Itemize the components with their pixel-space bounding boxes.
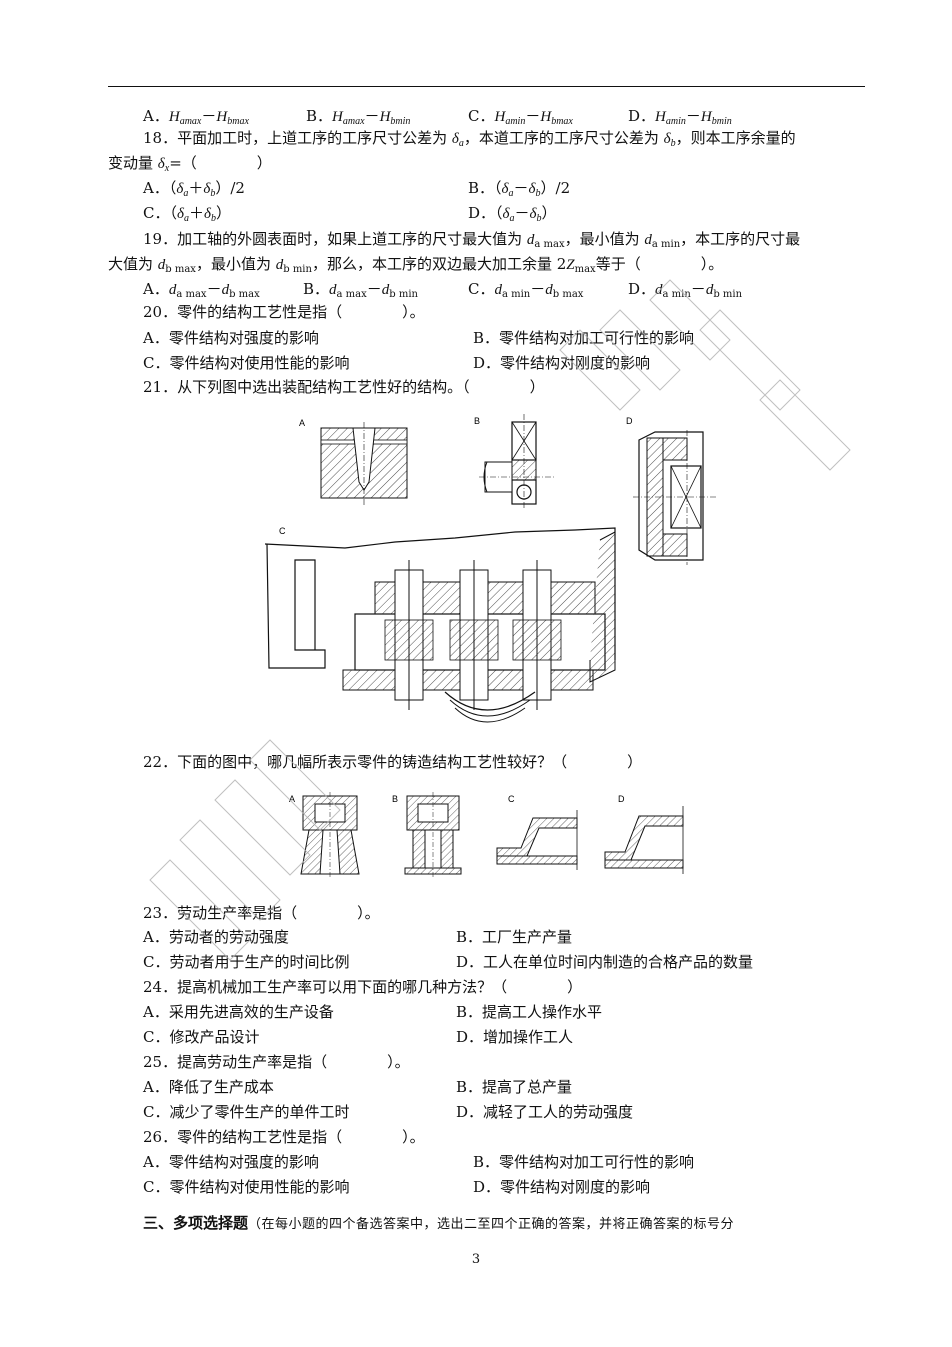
q23-option-c: C．劳动者用于生产的时间比例 bbox=[143, 953, 350, 971]
q18-option-d: D．（δa－δb） bbox=[468, 204, 557, 224]
page-number: 3 bbox=[471, 1252, 481, 1267]
q23-option-a: A．劳动者的劳动强度 bbox=[143, 928, 289, 946]
q18-stem-line1: 18．平面加工时，上道工序的工序尺寸公差为 δa，本道工序的工序尺寸公差为 δb… bbox=[143, 129, 796, 149]
section3-note: （在每小题的四个备选答案中，选出二至四个正确的答案，并将正确答案的标号分 bbox=[248, 1217, 735, 1232]
q17-option-b: B．Hamax－Hbmin bbox=[306, 107, 411, 127]
q19-stem-line1: 19．加工轴的外圆表面时，如果上道工序的尺寸最大值为 da max，最小值为 d… bbox=[143, 230, 801, 250]
q19-option-c: C．da min－db max bbox=[468, 280, 584, 300]
q23-option-b: B．工厂生产产量 bbox=[456, 928, 573, 946]
q21-label-d: D bbox=[626, 416, 633, 426]
section3-heading: 三、多项选择题（在每小题的四个备选答案中，选出二至四个正确的答案，并将正确答案的… bbox=[143, 1213, 734, 1235]
q19-option-a: A．da max－db max bbox=[143, 280, 260, 300]
q18-option-a: A．（δa＋δb）/2 bbox=[143, 179, 245, 199]
q20-stem: 20．零件的结构工艺性是指（ ）。 bbox=[143, 303, 425, 321]
q26-stem: 26．零件的结构工艺性是指（ ）。 bbox=[143, 1128, 425, 1146]
q22-fig-d bbox=[604, 806, 684, 874]
q23-option-d: D．工人在单位时间内制造的合格产品的数量 bbox=[456, 953, 754, 971]
q21-figure: A B D C bbox=[264, 414, 717, 723]
q20-option-a: A．零件结构对强度的影响 bbox=[143, 329, 319, 347]
q19-stem-line2: 大值为 db max，最小值为 db min，那么，本工序的双边最大加工余量 2… bbox=[108, 255, 724, 275]
q20-option-c: C．零件结构对使用性能的影响 bbox=[143, 354, 350, 372]
q22-label-a: A bbox=[289, 794, 295, 804]
q25-option-a: A．降低了生产成本 bbox=[143, 1078, 274, 1096]
q21-fig-c bbox=[264, 527, 616, 723]
q20-option-d: D．零件结构对刚度的影响 bbox=[473, 354, 651, 372]
q24-option-c: C．修改产品设计 bbox=[143, 1028, 260, 1046]
q22-label-d: D bbox=[618, 794, 625, 804]
q24-option-d: D．增加操作工人 bbox=[456, 1028, 574, 1046]
q18-option-b: B．（δa－δb）/2 bbox=[468, 179, 571, 199]
q21-label-a: A bbox=[299, 418, 305, 428]
q22-stem: 22．下面的图中，哪几幅所表示零件的铸造结构工艺性较好？（ ） bbox=[143, 753, 643, 771]
q21-stem: 21．从下列图中选出装配结构工艺性好的结构。（ ） bbox=[143, 378, 545, 396]
q26-option-a: A．零件结构对强度的影响 bbox=[143, 1153, 319, 1171]
q22-fig-b bbox=[404, 792, 462, 878]
section3-title: 三、多项选择题 bbox=[143, 1214, 249, 1232]
q22-figure: A B C D bbox=[289, 792, 684, 878]
q21-label-c: C bbox=[279, 526, 286, 536]
q24-option-a: A．采用先进高效的生产设备 bbox=[143, 1003, 334, 1021]
q25-option-d: D．减轻了工人的劳动强度 bbox=[456, 1103, 634, 1121]
q17-option-d: D．Hamin－Hbmin bbox=[628, 107, 732, 127]
q17-option-c: C．Hamin－Hbmax bbox=[468, 107, 573, 127]
q21-label-b: B bbox=[474, 416, 480, 426]
q22-label-b: B bbox=[392, 794, 398, 804]
q26-option-b: B．零件结构对加工可行性的影响 bbox=[473, 1153, 695, 1171]
q19-option-d: D．da min－db min bbox=[628, 280, 743, 300]
q25-stem: 25．提高劳动生产率是指（ ）。 bbox=[143, 1053, 410, 1071]
q19-option-b: B．da max－db min bbox=[303, 280, 418, 300]
q18-option-c: C．（δa＋δb） bbox=[143, 204, 231, 224]
q22-fig-c bbox=[496, 810, 578, 870]
q26-option-c: C．零件结构对使用性能的影响 bbox=[143, 1178, 350, 1196]
q22-label-c: C bbox=[508, 794, 515, 804]
q21-fig-a bbox=[320, 422, 408, 505]
header-rule bbox=[108, 86, 865, 87]
q26-option-d: D．零件结构对刚度的影响 bbox=[473, 1178, 651, 1196]
q18-stem-line2: 变动量 δx=（ ） bbox=[108, 154, 272, 174]
q20-option-b: B．零件结构对加工可行性的影响 bbox=[473, 329, 695, 347]
q17-option-a: A．Hamax－Hbmax bbox=[143, 107, 249, 127]
q21-fig-b bbox=[479, 414, 555, 510]
q24-stem: 24．提高机械加工生产率可以用下面的哪几种方法？（ ） bbox=[143, 978, 583, 996]
q24-option-b: B．提高工人操作水平 bbox=[456, 1003, 603, 1021]
q25-option-b: B．提高了总产量 bbox=[456, 1078, 573, 1096]
q21-fig-d bbox=[633, 430, 717, 565]
q22-fig-a bbox=[300, 792, 360, 878]
q25-option-c: C．减少了零件生产的单件工时 bbox=[143, 1103, 350, 1121]
q23-stem: 23．劳动生产率是指（ ）。 bbox=[143, 904, 380, 922]
